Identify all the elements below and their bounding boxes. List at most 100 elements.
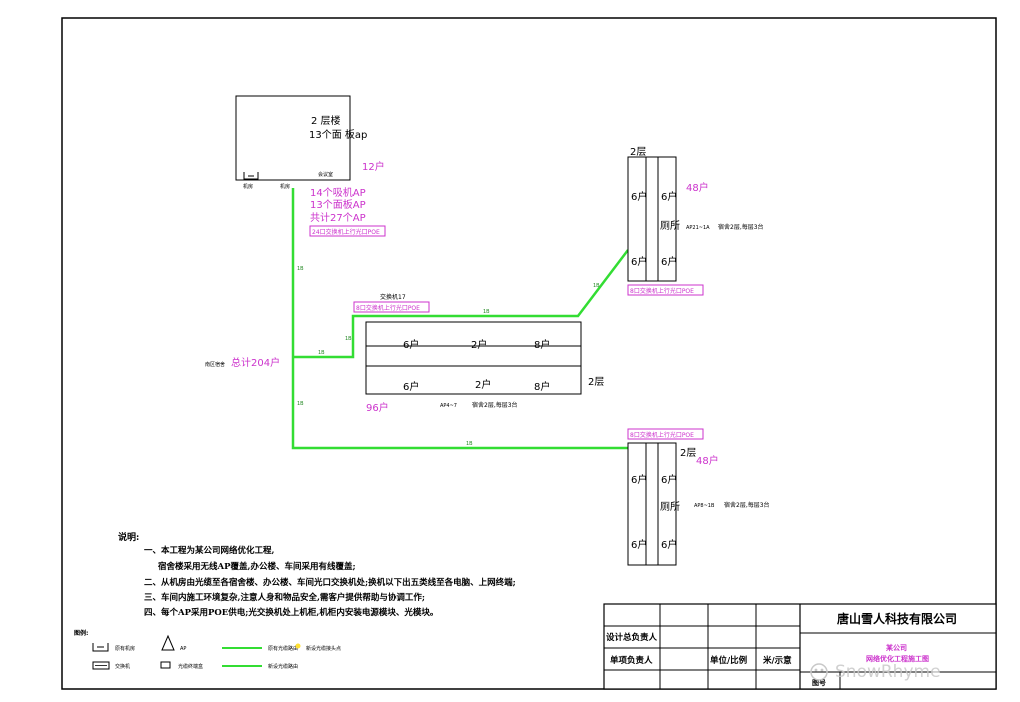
legend-joint-point-icon (295, 643, 301, 649)
title-project-lead: 单项负责人 (610, 655, 653, 666)
bottom-dorm-unit-bl: 6户 (631, 538, 647, 551)
bottom-dorm-switch-box (627, 428, 704, 440)
top-dorm-unit-tl: 6户 (631, 190, 647, 203)
office-households: 12户 (362, 160, 385, 173)
legend-item-server-room: 原有机房 (115, 645, 135, 652)
office-ap-suction: 14个吸机AP (310, 186, 366, 199)
title-drawing-title: 网络优化工程施工图 (866, 654, 929, 663)
legend-item-terminal-box: 光缆终端盒 (178, 663, 203, 670)
cable-main-trunk (291, 188, 632, 450)
middle-row2-unit-2: 2户 (475, 378, 491, 391)
bottom-dorm-toilet: 厕所 (660, 501, 680, 513)
legend-item-joint-point: 新设光缆接头点 (306, 645, 341, 652)
title-design-lead: 设计总负责人 (606, 632, 658, 643)
office-switch-label: 24口交换机上行光口POE (312, 228, 380, 236)
top-dorm-switch-label: 8口交换机上行光口POE (630, 287, 694, 295)
middle-dorm-households: 96户 (366, 401, 389, 414)
bottom-dorm-unit-tr: 6户 (661, 473, 677, 486)
top-dorm-unit-tr: 6户 (661, 190, 677, 203)
legend-ap-icon (161, 634, 175, 651)
total-area-label: 南区宿舍 (205, 361, 225, 368)
top-dorm-outline (627, 156, 677, 282)
bottom-dorm-switch-label: 8口交换机上行光口POE (630, 431, 694, 439)
middle-switch-label: 8口交换机上行光口POE (356, 304, 420, 312)
notes-line-5: 四、每个AP采用POE供电;光交换机处上机柜,机柜内安装电源模块、光模块。 (144, 607, 438, 618)
bottom-dorm-note: 宿舍2层,每层3台 (724, 501, 770, 509)
notes-line-4: 三、车间内施工环境复杂,注意人身和物品安全,需客户提供帮助与协调工作; (144, 592, 425, 603)
cable-routes (291, 188, 632, 450)
middle-dorm-note: 宿舍2层,每层3台 (472, 401, 518, 409)
legend-item-ap: AP (180, 646, 186, 652)
notes-line-1: 一、本工程为某公司网络优化工程, (144, 545, 275, 556)
drawing-frame (61, 17, 997, 690)
legend-item-switch: 交换机 (115, 663, 130, 670)
middle-dorm-outline (365, 321, 582, 395)
legend-item-existing-route: 原有光缆路由 (268, 645, 298, 652)
watermark-text: SnowRhyme (835, 662, 941, 682)
office-panel-ap-label: 13个面 板ap (309, 128, 367, 141)
title-drawing-no: 图号 (812, 678, 826, 687)
middle-row2-unit-3: 8户 (534, 380, 550, 393)
legend-block: 图例: 原有机房 AP 原有光缆路由 新设光缆接头点 交换机 光缆终端盒 新设光… (74, 629, 341, 670)
notes-heading: 说明: (118, 531, 139, 543)
legend-heading: 图例: (74, 629, 88, 637)
watermark-logo-icon (810, 663, 828, 681)
title-block: 设计总负责人 单项负责人 单位/比例 米/示意 唐山雪人科技有限公司 某公司 网… (603, 603, 997, 690)
title-unit-scale: 单位/比例 (710, 655, 748, 666)
top-dorm: 2层 6户 6户 厕所 6户 6户 48户 AP21~1A 宿舍2层,每层3台 … (627, 146, 764, 296)
legend-item-new-route: 新设光缆路由 (268, 663, 298, 670)
notes-line-2: 宿舍楼采用无线AP覆盖,办公楼、车间采用有线覆盖; (158, 561, 356, 572)
cable-label-v1: 1B (297, 266, 304, 272)
legend-server-room-icon (92, 643, 109, 652)
middle-dorm: 交换机17 8口交换机上行光口POE 6户 2户 8户 6户 2户 8户 2层 … (353, 293, 604, 414)
middle-dorm-floor: 2层 (588, 376, 604, 388)
cable-label-h-mid: 1B (318, 350, 325, 356)
title-not-scaled: 米/示意 (763, 655, 792, 666)
middle-row1-unit-2: 2户 (471, 338, 487, 351)
office-ap-panel: 13个面板AP (310, 198, 366, 211)
bottom-dorm-building-label: AP8~1B (694, 503, 715, 509)
bottom-dorm: 8口交换机上行光口POE 2层 48户 6户 6户 厕所 AP8~1B 宿舍2层… (627, 428, 770, 566)
legend-terminal-box-icon (160, 661, 171, 669)
office-building: 2 层楼 13个面 板ap 会议室 机房 机房 12户 14个吸机AP 13个面… (235, 95, 386, 237)
top-dorm-unit-bl: 6户 (631, 255, 647, 268)
middle-switch-caption: 交换机17 (380, 293, 406, 301)
cable-label-bottom-run: 1B (466, 441, 473, 447)
bottom-dorm-unit-br: 6户 (661, 538, 677, 551)
cable-label-v-mid: 1B (345, 336, 352, 342)
cable-middle-branch (293, 249, 629, 359)
top-dorm-unit-br: 6户 (661, 255, 677, 268)
middle-row1-unit-3: 8户 (534, 338, 550, 351)
server-room-icon (243, 172, 259, 180)
office-ap-total: 共计27个AP (310, 211, 366, 224)
notes-block: 说明: 一、本工程为某公司网络优化工程, 宿舍楼采用无线AP覆盖,办公楼、车间采… (118, 531, 516, 618)
top-dorm-building-label: AP21~1A (686, 225, 710, 231)
top-dorm-floor: 2层 (630, 146, 646, 158)
middle-row2-unit-1: 6户 (403, 380, 419, 393)
total-households: 总计204户 (231, 356, 280, 369)
office-switch-box (309, 225, 386, 237)
title-company: 唐山雪人科技有限公司 (837, 611, 957, 626)
bottom-dorm-unit-tl: 6户 (631, 473, 647, 486)
office-label: 机房 (280, 183, 290, 190)
cable-label-top-run: 1B (483, 309, 490, 315)
server-room-label: 机房 (243, 183, 253, 190)
office-floor-label: 2 层楼 (311, 114, 341, 127)
top-dorm-toilet: 厕所 (660, 220, 680, 232)
cable-label-diag: 1B (593, 283, 600, 289)
notes-line-3: 二、从机房由光缆至各宿舍楼、办公楼、车间光口交换机处;换机以下出五类线至各电脑、… (144, 577, 516, 588)
bottom-dorm-outline (627, 442, 677, 566)
top-dorm-switch-box (627, 284, 704, 296)
top-dorm-households: 48户 (686, 181, 709, 194)
bottom-dorm-floor: 2层 (680, 447, 696, 459)
meeting-room-label: 会议室 (318, 171, 333, 178)
middle-row1-unit-1: 6户 (403, 338, 419, 351)
office-building-outline (235, 95, 351, 181)
top-dorm-note: 宿舍2层,每层3台 (718, 223, 764, 231)
title-client: 某公司 (885, 643, 907, 652)
watermark: SnowRhyme (810, 662, 941, 682)
middle-switch-box (353, 301, 430, 313)
middle-dorm-building-label: AP4~7 (440, 403, 457, 409)
cable-label-v2: 1B (297, 401, 304, 407)
